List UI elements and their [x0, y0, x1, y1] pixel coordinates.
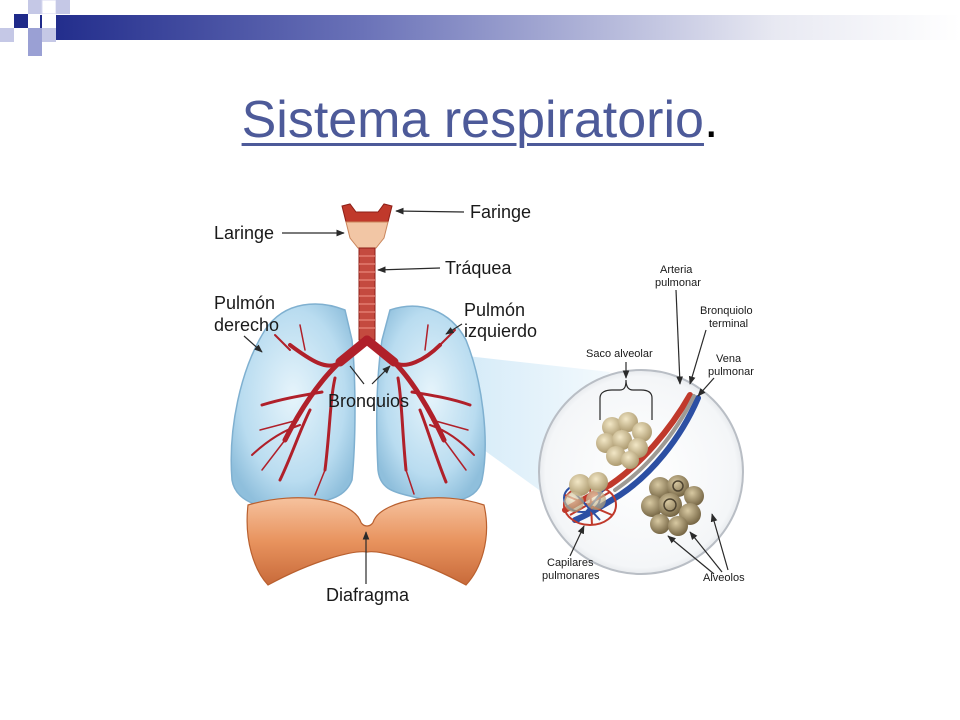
arrow-faringe [395, 207, 465, 215]
label-bronquios: Bronquios [328, 391, 409, 411]
saco-alveolar-bracket [599, 379, 653, 420]
arrow-vena [697, 377, 715, 397]
label-pulmon-izquierdo-1: Pulmón [464, 300, 525, 320]
label-vena-2: pulmonar [708, 366, 754, 378]
label-vena-1: Vena [716, 353, 742, 365]
label-capilares-1: Capilares [547, 557, 594, 569]
label-alveolos: Alveolos [703, 572, 745, 584]
label-laringe: Laringe [214, 223, 274, 243]
arrow-pulmon-izquierdo [445, 323, 463, 335]
arrows-alveolos [667, 513, 729, 575]
label-saco-alveolar: Saco alveolar [586, 348, 653, 360]
trachea [358, 247, 376, 341]
diaphragm [246, 497, 488, 586]
label-pulmon-derecho-2: derecho [214, 315, 279, 335]
header-bar [0, 0, 960, 56]
title-link[interactable]: Sistema respiratorio [241, 91, 704, 149]
label-diafragma: Diafragma [326, 585, 410, 605]
label-capilares-2: pulmonares [542, 570, 600, 582]
pharynx [341, 203, 393, 223]
trachea-rings [359, 255, 375, 329]
header-gradient-band [40, 15, 960, 40]
zoom-circle [538, 369, 744, 575]
arrow-capilares [569, 525, 585, 557]
label-faringe: Faringe [470, 202, 531, 222]
arrow-bronquios [349, 366, 390, 385]
header-squares-decoration [0, 0, 70, 56]
arrow-arteria [675, 289, 684, 385]
label-arteria-2: pulmonar [655, 277, 701, 289]
arrow-traquea [377, 266, 441, 274]
label-traquea: Tráquea [445, 258, 512, 278]
title-suffix: . [703, 91, 719, 149]
arrow-pulmon-derecho [243, 335, 263, 353]
label-pulmon-izquierdo-2: izquierdo [464, 321, 537, 341]
alveolar-sac-right [641, 475, 704, 536]
label-pulmon-derecho-1: Pulmón [214, 293, 275, 313]
slide-title: Sistema respiratorio. [0, 88, 960, 152]
alveolar-sac-left [564, 472, 608, 512]
label-bronquiolo-2: terminal [709, 318, 748, 330]
alveolar-sac-top [596, 412, 652, 469]
label-bronquiolo-1: Bronquiolo [700, 305, 753, 317]
label-arteria-1: Arteria [660, 264, 693, 276]
larynx [345, 221, 389, 249]
arrow-bronquiolo [688, 329, 707, 385]
